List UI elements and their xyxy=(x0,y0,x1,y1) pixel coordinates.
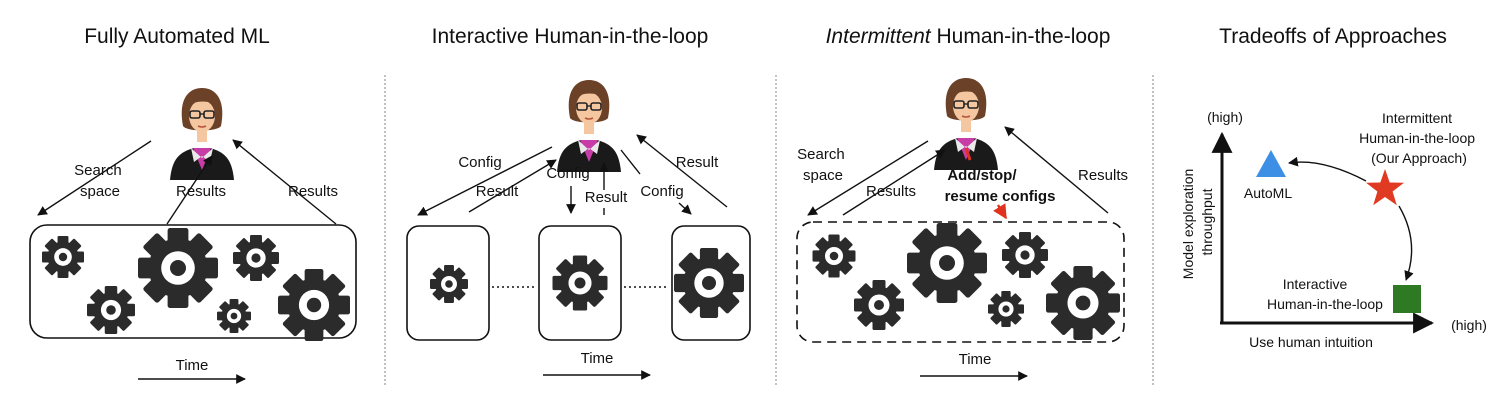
x-high-label: (high) xyxy=(1451,317,1487,333)
time-label: Time xyxy=(959,351,992,368)
gear-icon xyxy=(552,255,608,311)
automl-marker xyxy=(1256,150,1286,177)
x-axis-label: Use human intuition xyxy=(1249,334,1373,350)
time-label: Time xyxy=(176,357,209,374)
person-avatar-icon xyxy=(169,87,235,181)
gear-icon xyxy=(217,299,251,333)
results-label-a: Results xyxy=(866,183,916,200)
gear-icon xyxy=(1046,266,1120,340)
search-box-dashed xyxy=(796,221,1125,343)
automl-label: AutoML xyxy=(1244,185,1292,201)
gear-icon xyxy=(988,291,1024,327)
gear-icon xyxy=(812,234,856,278)
highlight-arrow xyxy=(964,147,972,161)
interactive-marker xyxy=(1393,285,1421,313)
gear-icon xyxy=(1002,232,1048,278)
action-label: Add/stop/ resume configs xyxy=(945,167,1056,205)
results-label-a: Results xyxy=(176,183,226,200)
y-high-label: (high) xyxy=(1207,109,1243,125)
star-icon xyxy=(1366,169,1404,206)
ours-label: Intermittent Human-in-the-loop (Our Appr… xyxy=(1359,110,1479,166)
result-label-3: Result xyxy=(676,154,719,171)
tradeoff-arrow-to-automl xyxy=(1288,156,1367,182)
person-avatar-icon xyxy=(933,77,999,171)
gear-icon xyxy=(430,265,468,303)
result-label-2: Result xyxy=(585,189,628,206)
gear-icon xyxy=(907,223,987,303)
panel-fully-automated: Fully Automated ML Search space Results … xyxy=(29,25,357,384)
panel-1-title: Fully Automated ML xyxy=(84,25,270,48)
panel-4-title: Tradeoffs of Approaches xyxy=(1219,25,1447,48)
interactive-label: Interactive Human-in-the-loop xyxy=(1267,276,1383,312)
highlight-arrow xyxy=(993,203,1008,220)
results-label-b: Results xyxy=(1078,167,1128,184)
result-label-1: Result xyxy=(476,183,519,200)
y-axis-label: Model exploration throughput xyxy=(1180,165,1215,279)
search-space-label: Search space xyxy=(797,146,849,184)
config-label-1: Config xyxy=(458,154,501,171)
panel-intermittent: Intermittent Human-in-the-loop Search sp… xyxy=(796,25,1128,381)
time-label: Time xyxy=(581,350,614,367)
person-avatar-icon xyxy=(556,79,622,173)
config-label-2: Config xyxy=(546,165,589,182)
panel-2-title: Interactive Human-in-the-loop xyxy=(432,25,709,48)
results-label-b: Results xyxy=(288,183,338,200)
gear-icon xyxy=(674,248,744,318)
trial-box-1 xyxy=(406,225,490,341)
gear-icon xyxy=(138,228,218,308)
gear-icon xyxy=(233,235,279,281)
tradeoff-arrow-to-interactive xyxy=(1398,205,1414,281)
panel-3-title: Intermittent Human-in-the-loop xyxy=(826,25,1111,48)
trial-box-2 xyxy=(538,225,622,341)
gear-icon xyxy=(42,236,85,278)
gear-icon xyxy=(278,269,350,341)
panel-tradeoffs: Tradeoffs of Approaches (high) (high) Mo… xyxy=(1180,25,1487,350)
config-label-3: Config xyxy=(640,183,683,200)
search-box xyxy=(29,224,357,339)
trial-box-3 xyxy=(671,225,751,341)
panel-interactive: Interactive Human-in-the-loop Config Res… xyxy=(406,25,751,380)
gear-icon xyxy=(87,286,135,334)
search-space-label: Search space xyxy=(74,162,126,200)
gear-icon xyxy=(854,280,904,330)
